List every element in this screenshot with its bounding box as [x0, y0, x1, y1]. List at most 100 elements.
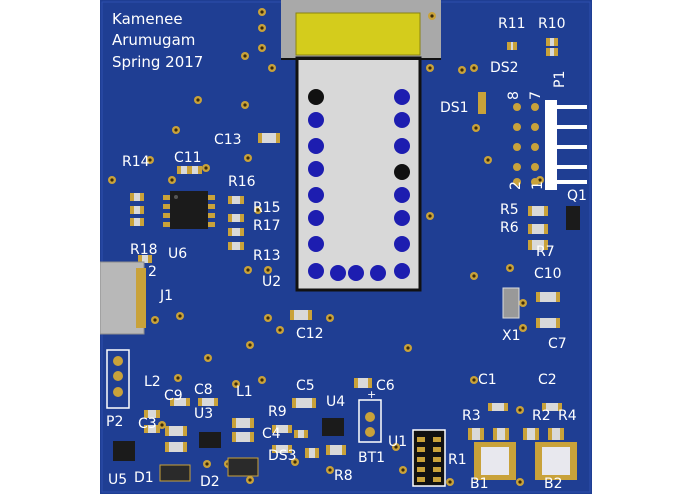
- smd-pad-end: [130, 206, 134, 214]
- smd-pad-end: [228, 228, 232, 236]
- smd-pad-end: [305, 448, 309, 458]
- u1-pin: [433, 457, 441, 462]
- smd-pad: [294, 430, 308, 438]
- silk-label-c12: C12: [296, 326, 324, 342]
- silk-label-u6: U6: [168, 246, 187, 262]
- smd-pad-end: [140, 206, 144, 214]
- smd-pad-end: [326, 445, 330, 455]
- via-hole: [518, 480, 522, 484]
- smd-pad-end: [554, 38, 558, 46]
- smd-pad-end: [144, 410, 148, 418]
- silk-label-c10: C10: [534, 266, 562, 282]
- smd-pad-end: [228, 214, 232, 222]
- smd-pad: [488, 403, 508, 411]
- smd-pad: [232, 432, 254, 442]
- via-hole: [428, 214, 432, 218]
- silk-label-c13: C13: [214, 132, 242, 148]
- u1-pin: [417, 477, 425, 482]
- p1-pad: [531, 143, 539, 151]
- smd-pad-end: [542, 403, 546, 411]
- u6-pad: [208, 213, 215, 218]
- silk-label-r4: R4: [558, 408, 577, 424]
- silk-label-r6: R6: [500, 220, 519, 236]
- p1-pad: [531, 163, 539, 171]
- smd-pad: [165, 426, 187, 436]
- silk-label-c5: C5: [296, 378, 315, 394]
- u1-pin: [433, 437, 441, 442]
- smd-pad-end: [165, 442, 169, 452]
- silk-label-pin7: 7: [528, 91, 544, 100]
- silk-label-bt1: BT1: [358, 450, 385, 466]
- via-hole: [260, 46, 264, 50]
- smd-pad: [144, 410, 160, 418]
- smd-pad-end: [170, 398, 174, 406]
- via-hole: [176, 376, 180, 380]
- smd-pad-end: [186, 398, 190, 406]
- p1-pin: [557, 165, 587, 169]
- u1-pin: [417, 467, 425, 472]
- smd-pad-end: [144, 425, 148, 433]
- d1-body: [159, 464, 191, 482]
- u6-pad: [208, 195, 215, 200]
- silk-label-j1_2: 2: [148, 264, 157, 280]
- smd-pad: [228, 196, 244, 204]
- u6-ic: [163, 191, 215, 229]
- via-hole: [328, 316, 332, 320]
- via-hole: [170, 178, 174, 182]
- smd-pad-end: [228, 196, 232, 204]
- p1-pins: [513, 103, 587, 186]
- p2-outline: [106, 349, 130, 409]
- module-pin-right: [394, 112, 410, 128]
- via-hole: [148, 158, 152, 162]
- smd-pad-end: [558, 403, 562, 411]
- smd-pad-end: [228, 242, 232, 250]
- smd-pad-end: [505, 428, 509, 440]
- via-hole: [206, 356, 210, 360]
- module-pin-bottom: [370, 265, 386, 281]
- u1-pin: [433, 447, 441, 452]
- smd-pad-end: [177, 166, 181, 174]
- smd-pad: [177, 166, 191, 174]
- module-pin-right: [394, 138, 410, 154]
- module-pin-left: [308, 161, 324, 177]
- p1-pad: [513, 103, 521, 111]
- silk-label-q1: Q1: [567, 188, 587, 204]
- silk-label-c8: C8: [194, 382, 213, 398]
- smd-pad: [228, 228, 244, 236]
- smd-pads: [130, 38, 564, 458]
- silk-label-c3: C3: [138, 416, 157, 432]
- silk-label-u1: U1: [388, 434, 407, 450]
- silk-label-pin8: 8: [506, 91, 522, 100]
- smd-pad: [170, 398, 190, 406]
- smd-pad-end: [536, 318, 540, 328]
- x1-crystal: [502, 287, 520, 319]
- credit-line-name: Kamenee: [112, 10, 183, 28]
- via-hole: [474, 126, 478, 130]
- smd-pad-end: [188, 166, 192, 174]
- smd-pad-end: [165, 426, 169, 436]
- smd-pad-end: [480, 428, 484, 440]
- module-pin-left: [308, 89, 324, 105]
- smd-pad: [198, 398, 218, 406]
- smd-pad-end: [183, 426, 187, 436]
- smd-pad-end: [560, 428, 564, 440]
- p1-pin: [557, 125, 587, 129]
- smd-pad: [305, 448, 319, 458]
- u6-pad: [208, 204, 215, 209]
- via-hole: [196, 98, 200, 102]
- smd-pad-end: [554, 48, 558, 56]
- via-hole: [460, 68, 464, 72]
- via-hole: [248, 478, 252, 482]
- smd-pad-end: [528, 206, 532, 216]
- smd-pad-end: [272, 445, 276, 453]
- smd-pad: [546, 48, 558, 56]
- p1-header: [513, 100, 587, 190]
- u6-pad: [163, 213, 170, 218]
- smd-pad-end: [315, 448, 319, 458]
- smd-pad: [165, 442, 187, 452]
- silk-label-r1: R1: [448, 452, 467, 468]
- u1-pin: [433, 467, 441, 472]
- silk-label-c11: C11: [174, 150, 202, 166]
- silk-label-r8: R8: [334, 468, 353, 484]
- p1-pad: [513, 163, 521, 171]
